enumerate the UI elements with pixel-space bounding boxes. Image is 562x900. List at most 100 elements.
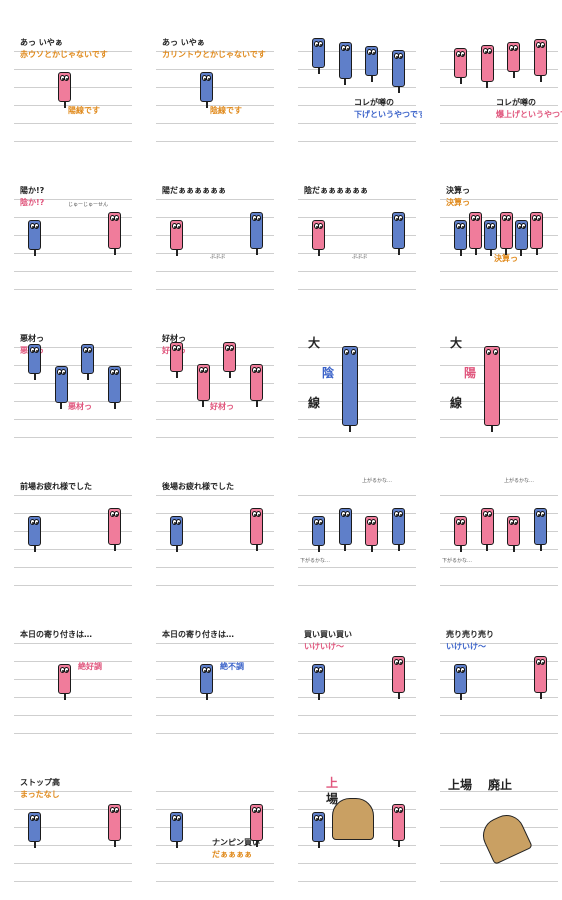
candle-wick bbox=[33, 546, 36, 552]
eye-icon bbox=[64, 75, 69, 81]
sticker-6[interactable]: 陽だぁぁぁぁぁぁぷぷぷ bbox=[150, 176, 280, 296]
sticker-24[interactable]: 上場廃止 bbox=[434, 768, 562, 888]
eye-icon bbox=[256, 367, 261, 373]
sticker-5[interactable]: 陽か!?陰か!?じゅーじゅーせん bbox=[8, 176, 138, 296]
eye-icon bbox=[344, 45, 350, 51]
ruled-lines bbox=[14, 34, 132, 142]
sticker-text-line: 売り売り売り bbox=[446, 630, 494, 639]
sticker-21[interactable]: ストップ高まったなし bbox=[8, 768, 138, 888]
sticker-13[interactable]: 前場お疲れ様でした bbox=[8, 472, 138, 592]
sticker-text-line: いけいけ〜 bbox=[446, 642, 486, 651]
pink-candle-character bbox=[484, 346, 500, 426]
eye-icon bbox=[493, 349, 498, 355]
sticker-2[interactable]: あっ いやぁカリントウとかじゃないです陰線です bbox=[150, 28, 280, 148]
sticker-14[interactable]: 後場お疲れ様でした bbox=[150, 472, 280, 592]
eye-icon bbox=[371, 49, 377, 55]
sticker-23[interactable]: 上場 bbox=[292, 768, 422, 888]
sticker-20[interactable]: 売り売り売りいけいけ〜 bbox=[434, 620, 562, 740]
sticker-12[interactable]: 大陽線 bbox=[434, 324, 562, 444]
blue-candle-character bbox=[108, 366, 121, 403]
pink-candle-character bbox=[480, 508, 494, 545]
eye-icon bbox=[114, 807, 119, 813]
sticker-label: 陽線です bbox=[68, 106, 100, 115]
eye-icon bbox=[176, 815, 181, 821]
sticker-4[interactable]: コレが噂の爆上げというやつです bbox=[434, 28, 562, 148]
pink-candle-character bbox=[454, 48, 467, 78]
sticker-text-line: 本日の寄り付きは… bbox=[20, 630, 92, 639]
candle-wick bbox=[370, 76, 373, 82]
sticker-text-line: 大 bbox=[308, 336, 321, 350]
blue-candle-character bbox=[342, 346, 358, 426]
candle-wick bbox=[317, 842, 320, 848]
candle-wick bbox=[255, 401, 258, 407]
blue-candle-character bbox=[514, 220, 528, 250]
sticker-11[interactable]: 大陰線 bbox=[292, 324, 422, 444]
candle-wick bbox=[397, 545, 400, 551]
sticker-9[interactable]: 悪材っ悪材っ悪材っ bbox=[8, 324, 138, 444]
pink-candle-character bbox=[58, 72, 71, 102]
blue-candle-character bbox=[200, 664, 213, 694]
sticker-text-line: カリントウとかじゃないです bbox=[162, 50, 266, 59]
blue-candle-character bbox=[392, 50, 405, 87]
sticker-1[interactable]: あっ いやぁ赤ウソとかじゃないです陽線です bbox=[8, 28, 138, 148]
blue-candle-character bbox=[365, 46, 379, 76]
sticker-19[interactable]: 買い買い買いいけいけ〜 bbox=[292, 620, 422, 740]
sticker-text-line: 下がるかな… bbox=[442, 558, 473, 564]
eye-icon bbox=[460, 51, 465, 57]
sticker-text-line: 陰だぁぁぁぁぁぁ bbox=[304, 186, 368, 195]
blue-candle-character bbox=[170, 812, 183, 842]
blue-candle-character bbox=[312, 38, 325, 68]
sticker-text-line: 上 bbox=[326, 776, 339, 790]
candle-wick bbox=[205, 102, 208, 108]
pink-candle-character bbox=[58, 664, 71, 694]
eye-icon bbox=[34, 815, 39, 821]
sticker-17[interactable]: 本日の寄り付きは…絶好調 bbox=[8, 620, 138, 740]
sticker-16[interactable]: 上がるかな…下がるかな… bbox=[434, 472, 562, 592]
sticker-text-line: いけいけ〜 bbox=[304, 642, 344, 651]
pink-candle-character bbox=[196, 364, 210, 401]
eye-icon bbox=[398, 53, 403, 59]
eye-icon bbox=[206, 667, 211, 673]
candle-wick bbox=[539, 693, 542, 699]
candle-wick bbox=[520, 250, 523, 256]
sticker-3[interactable]: コレが噂の下げというやつです bbox=[292, 28, 422, 148]
candle-wick bbox=[370, 546, 373, 552]
pink-candle-character bbox=[480, 45, 494, 82]
eye-icon bbox=[318, 223, 323, 229]
sticker-label: じゅーじゅーせん bbox=[68, 202, 109, 208]
eye-icon bbox=[460, 667, 465, 673]
eye-icon bbox=[34, 223, 39, 229]
eye-icon bbox=[513, 45, 519, 51]
eye-icon bbox=[34, 519, 39, 525]
sticker-18[interactable]: 本日の寄り付きは…絶不調 bbox=[150, 620, 280, 740]
candle-wick bbox=[86, 374, 89, 380]
eye-icon bbox=[460, 223, 465, 229]
eye-icon bbox=[318, 41, 323, 47]
candle-wick bbox=[505, 249, 508, 255]
blue-candle-character bbox=[28, 344, 41, 374]
blue-candle-character bbox=[312, 516, 325, 546]
candle-wick bbox=[397, 87, 400, 93]
candle-wick bbox=[317, 546, 320, 552]
candle-wick bbox=[535, 249, 538, 255]
pink-candle-character bbox=[454, 516, 467, 546]
blue-candle-character bbox=[250, 212, 263, 249]
blue-candle-character bbox=[392, 508, 405, 545]
blue-candle-character bbox=[28, 220, 41, 250]
candle-wick bbox=[459, 694, 462, 700]
eye-icon bbox=[202, 367, 208, 373]
sticker-10[interactable]: 好材っ好材っ好材っ bbox=[150, 324, 280, 444]
sticker-22[interactable]: ナンピン買いだぁぁぁぁ bbox=[150, 768, 280, 888]
sticker-15[interactable]: 上がるかな…下がるかな… bbox=[292, 472, 422, 592]
candle-wick bbox=[489, 250, 492, 256]
eye-icon bbox=[229, 345, 235, 351]
eye-icon bbox=[540, 511, 545, 517]
eye-icon bbox=[540, 42, 545, 48]
sticker-7[interactable]: 陰だぁぁぁぁぁぁぷぷぷ bbox=[292, 176, 422, 296]
sticker-label: 陰線です bbox=[210, 106, 242, 115]
pink-candle-character bbox=[170, 342, 183, 372]
sticker-8[interactable]: 決算っ決算っ決算っ bbox=[434, 176, 562, 296]
sticker-text-line: ストップ高 bbox=[20, 778, 60, 787]
sticker-text-line: 線 bbox=[308, 396, 321, 410]
sticker-label: ぷぷぷ bbox=[352, 254, 368, 260]
